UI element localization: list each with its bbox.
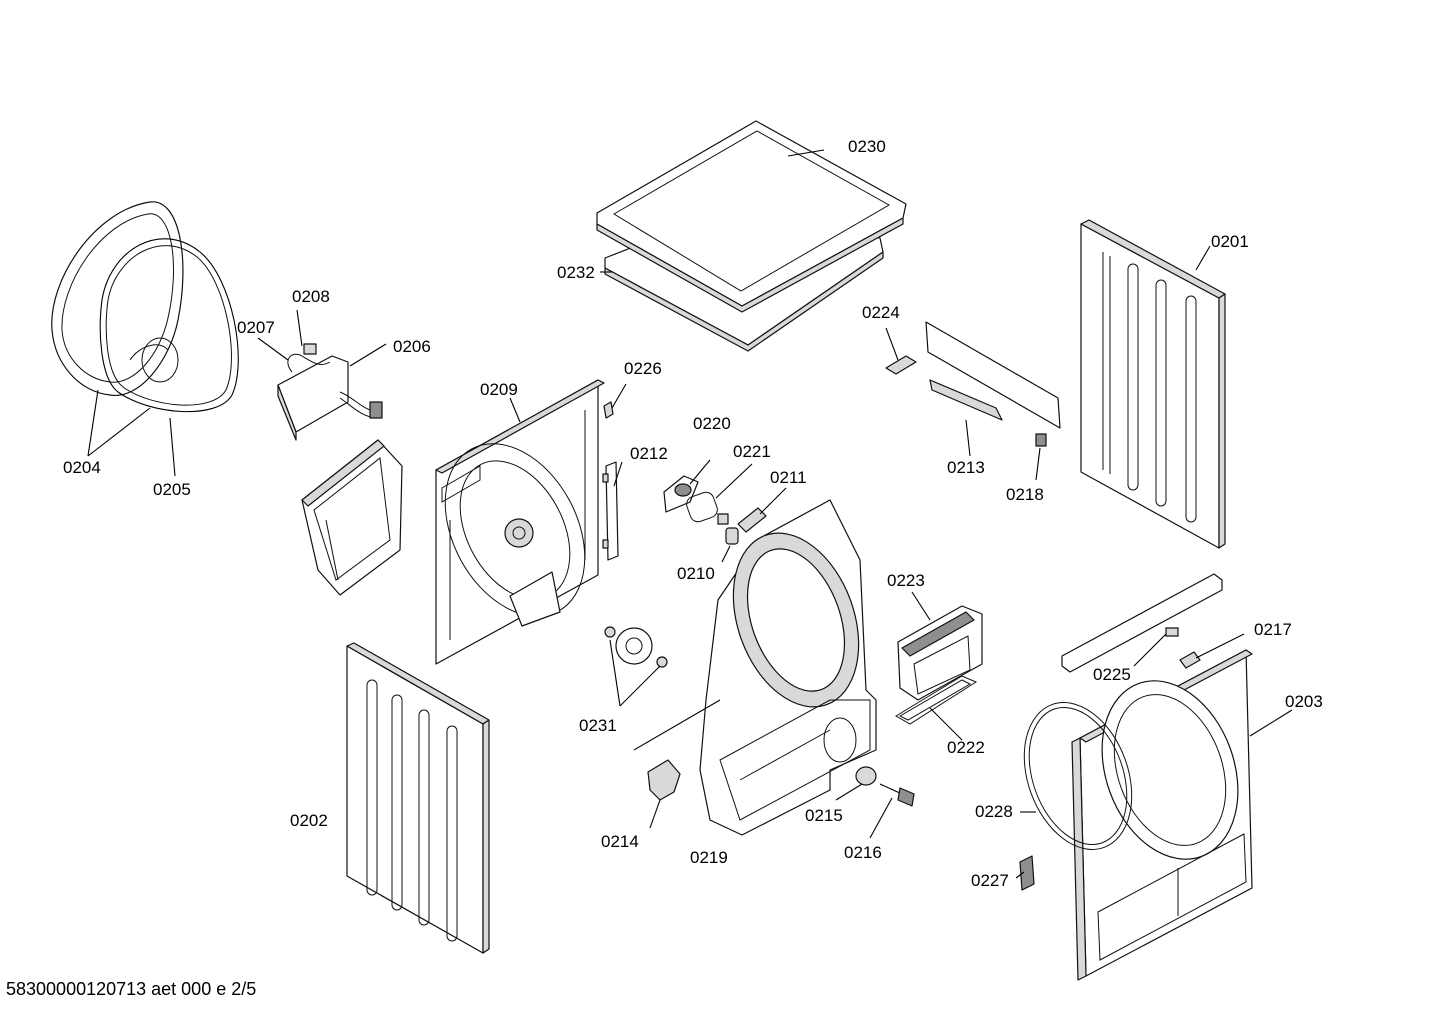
part-0220-sensor-housing — [663, 475, 699, 513]
part-0212-hinge-strip — [602, 461, 619, 561]
label-0212: 0212 — [630, 444, 668, 463]
part-0224-board-holder — [885, 355, 917, 375]
part-0209-rear-wall — [435, 379, 605, 665]
label-0222: 0222 — [947, 738, 985, 757]
part-0216-switch — [879, 783, 915, 807]
label-0208: 0208 — [292, 287, 330, 306]
label-0215: 0215 — [805, 806, 843, 825]
label-0232: 0232 — [557, 263, 595, 282]
label-0214: 0214 — [601, 832, 639, 851]
label-0211: 0211 — [770, 468, 807, 487]
label-0231: 0231 — [579, 716, 617, 735]
label-0226: 0226 — [624, 359, 662, 378]
label-0223: 0223 — [887, 571, 925, 590]
part-0213-electronics-board — [925, 321, 1061, 429]
label-0220: 0220 — [693, 414, 731, 433]
part-0222-filter-seal — [895, 675, 978, 725]
label-0218: 0218 — [1006, 485, 1044, 504]
part-0228-door-seal-ring — [1023, 702, 1133, 850]
label-0206: 0206 — [393, 337, 431, 356]
label-0221: 0221 — [733, 442, 771, 461]
part-0210-connector — [717, 513, 739, 545]
part-0217-latch — [1179, 651, 1201, 669]
label-0201: 0201 — [1211, 232, 1249, 251]
part-0203-front-panel — [1071, 649, 1253, 981]
part-0227-door-catch — [1019, 855, 1035, 891]
part-0226-clip — [603, 401, 614, 419]
part-0230-top-cover — [596, 120, 907, 313]
part-0201-side-panel-right — [1080, 219, 1226, 549]
label-0213: 0213 — [947, 458, 985, 477]
part-0205-door-gasket — [99, 238, 239, 413]
part-0225-cross-beam — [1061, 573, 1223, 673]
part-0206-control-module — [277, 355, 383, 441]
label-0217: 0217 — [1254, 620, 1292, 639]
part-air-duct — [301, 439, 403, 596]
label-0216: 0216 — [844, 843, 882, 862]
part-0231-pulley — [604, 626, 668, 668]
label-0227: 0227 — [971, 871, 1009, 890]
label-0203: 0203 — [1285, 692, 1323, 711]
label-0204: 0204 — [63, 458, 101, 477]
part-0204-door-seal — [51, 201, 184, 396]
leader-lines — [87, 149, 1293, 879]
label-0207: 0207 — [237, 318, 275, 337]
part-0211-thermistor — [737, 507, 767, 533]
label-0230: 0230 — [848, 137, 886, 156]
label-0225: 0225 — [1093, 665, 1131, 684]
part-0215-knob — [855, 766, 877, 786]
part-0221-sensor-gasket — [686, 491, 718, 523]
label-0205: 0205 — [153, 480, 191, 499]
drawing-number-footer: 58300000120713 aet 000 e 2/5 — [6, 979, 257, 999]
label-0219: 0219 — [690, 848, 728, 867]
part-number-labels: 0230 0232 0201 0208 0207 0206 0224 0226 … — [63, 137, 1323, 890]
label-0228: 0228 — [975, 802, 1013, 821]
part-0207-cable — [287, 353, 331, 373]
part-0214-motor-bracket — [647, 759, 681, 801]
label-0224: 0224 — [862, 303, 900, 322]
label-0210: 0210 — [677, 564, 715, 583]
part-0219-front-bearing-shield — [699, 499, 877, 836]
part-0208-clip — [303, 343, 317, 355]
label-0202: 0202 — [290, 811, 328, 830]
part-0218-bracket — [1035, 433, 1047, 447]
label-0209: 0209 — [480, 380, 518, 399]
part-0223-fluff-filter — [897, 605, 983, 701]
part-0202-side-panel-left — [346, 642, 490, 954]
